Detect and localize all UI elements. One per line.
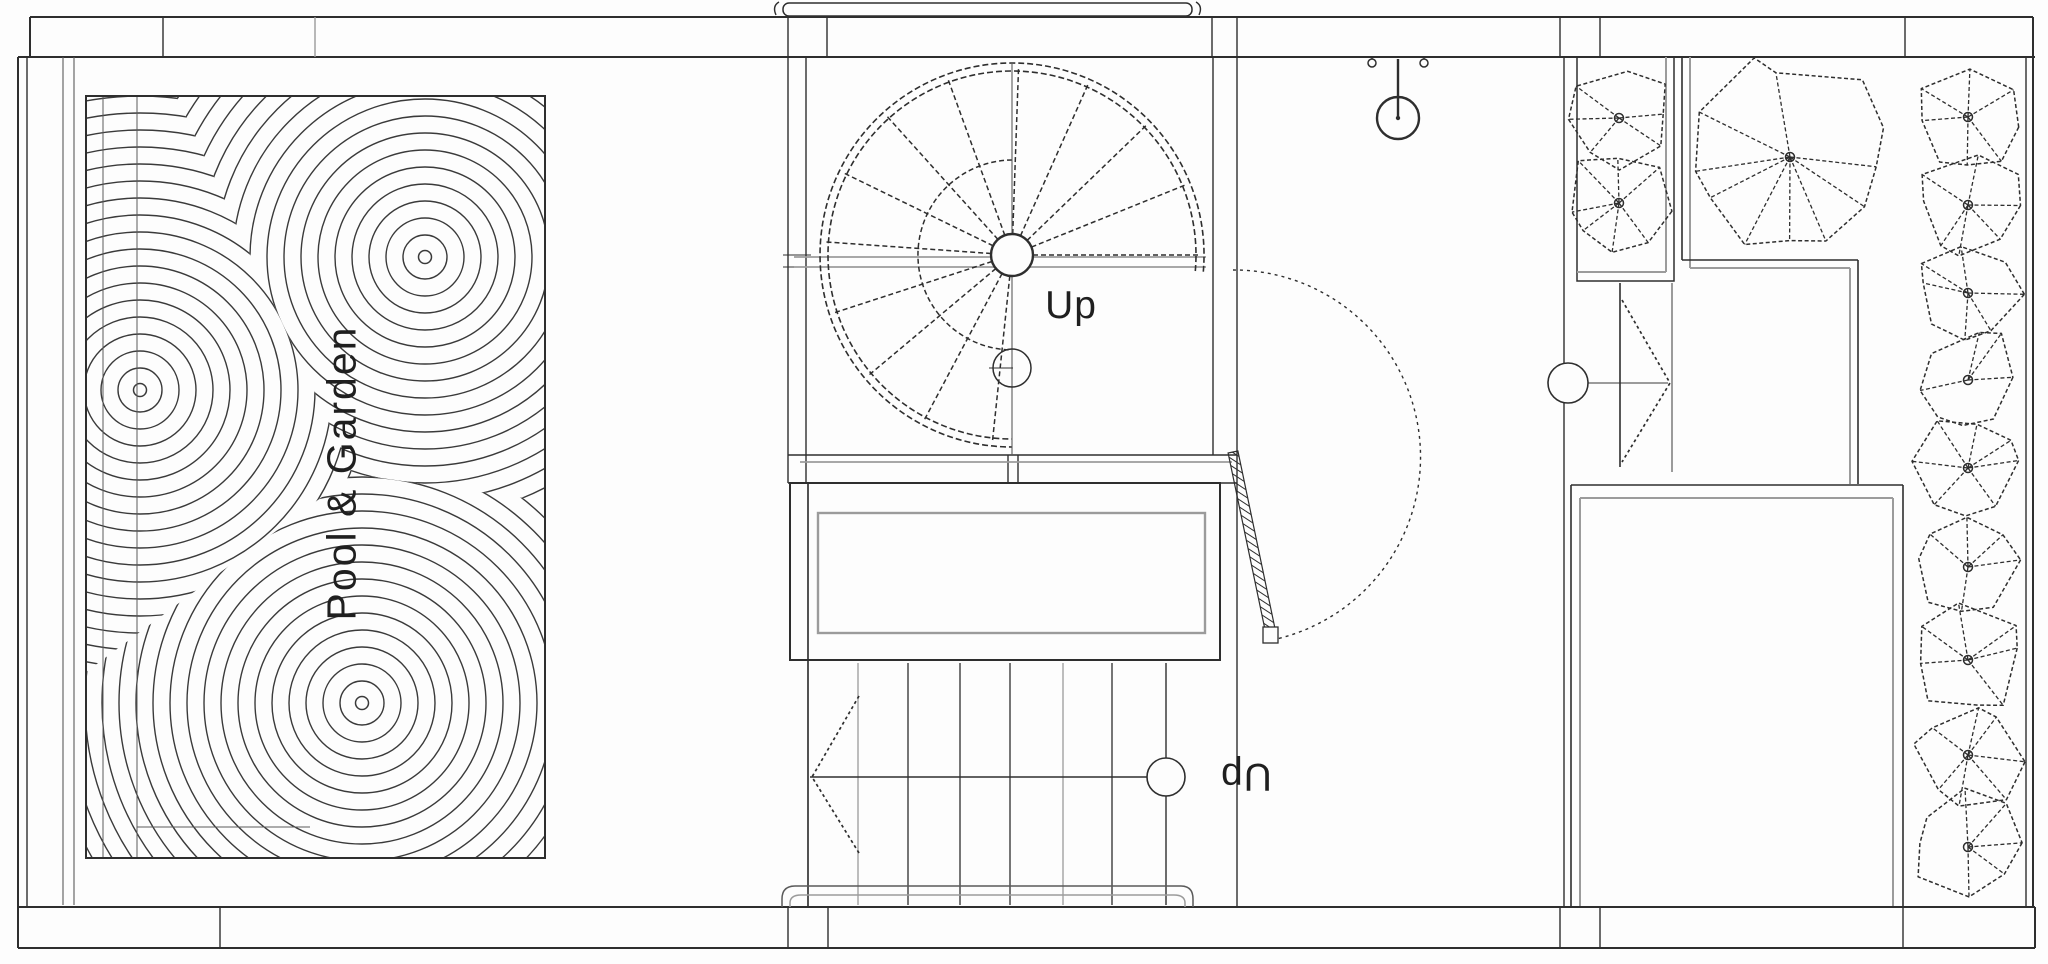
planter-box bbox=[789, 482, 1221, 661]
spiral-stair-up-label: Up bbox=[1045, 284, 1097, 327]
tree-symbol bbox=[1913, 707, 2026, 807]
tree-symbol bbox=[1917, 787, 2023, 898]
tree-symbol bbox=[1921, 154, 2022, 257]
spiral-staircase bbox=[819, 62, 1205, 455]
straight-staircase bbox=[781, 483, 1194, 907]
tree-symbol bbox=[1694, 57, 1885, 246]
door-leaf bbox=[1227, 450, 1278, 640]
tree-symbol bbox=[1919, 602, 2018, 707]
tree-symbol bbox=[1571, 157, 1673, 254]
canopy bbox=[773, 1, 1202, 17]
ripple-family bbox=[86, 96, 353, 672]
tree-symbol bbox=[1911, 420, 2020, 517]
wall-segments bbox=[17, 16, 2036, 949]
tree-symbol bbox=[1567, 70, 1666, 171]
shower-head-symbol bbox=[1367, 57, 1429, 141]
tree-symbol bbox=[1919, 331, 2014, 427]
ripple-family bbox=[176, 96, 545, 501]
right-garden bbox=[1547, 56, 1904, 906]
pool-garden-label: Pool & Garden bbox=[318, 325, 365, 621]
entry-door bbox=[1227, 269, 1422, 644]
tree-symbol bbox=[1920, 245, 2026, 341]
ripple-family bbox=[86, 474, 545, 858]
lower-stair-up-label: Up bbox=[1220, 755, 1272, 798]
tree-symbol bbox=[1920, 68, 2020, 166]
tree-symbol bbox=[1918, 516, 2022, 613]
door-swing-arc bbox=[1232, 269, 1422, 641]
